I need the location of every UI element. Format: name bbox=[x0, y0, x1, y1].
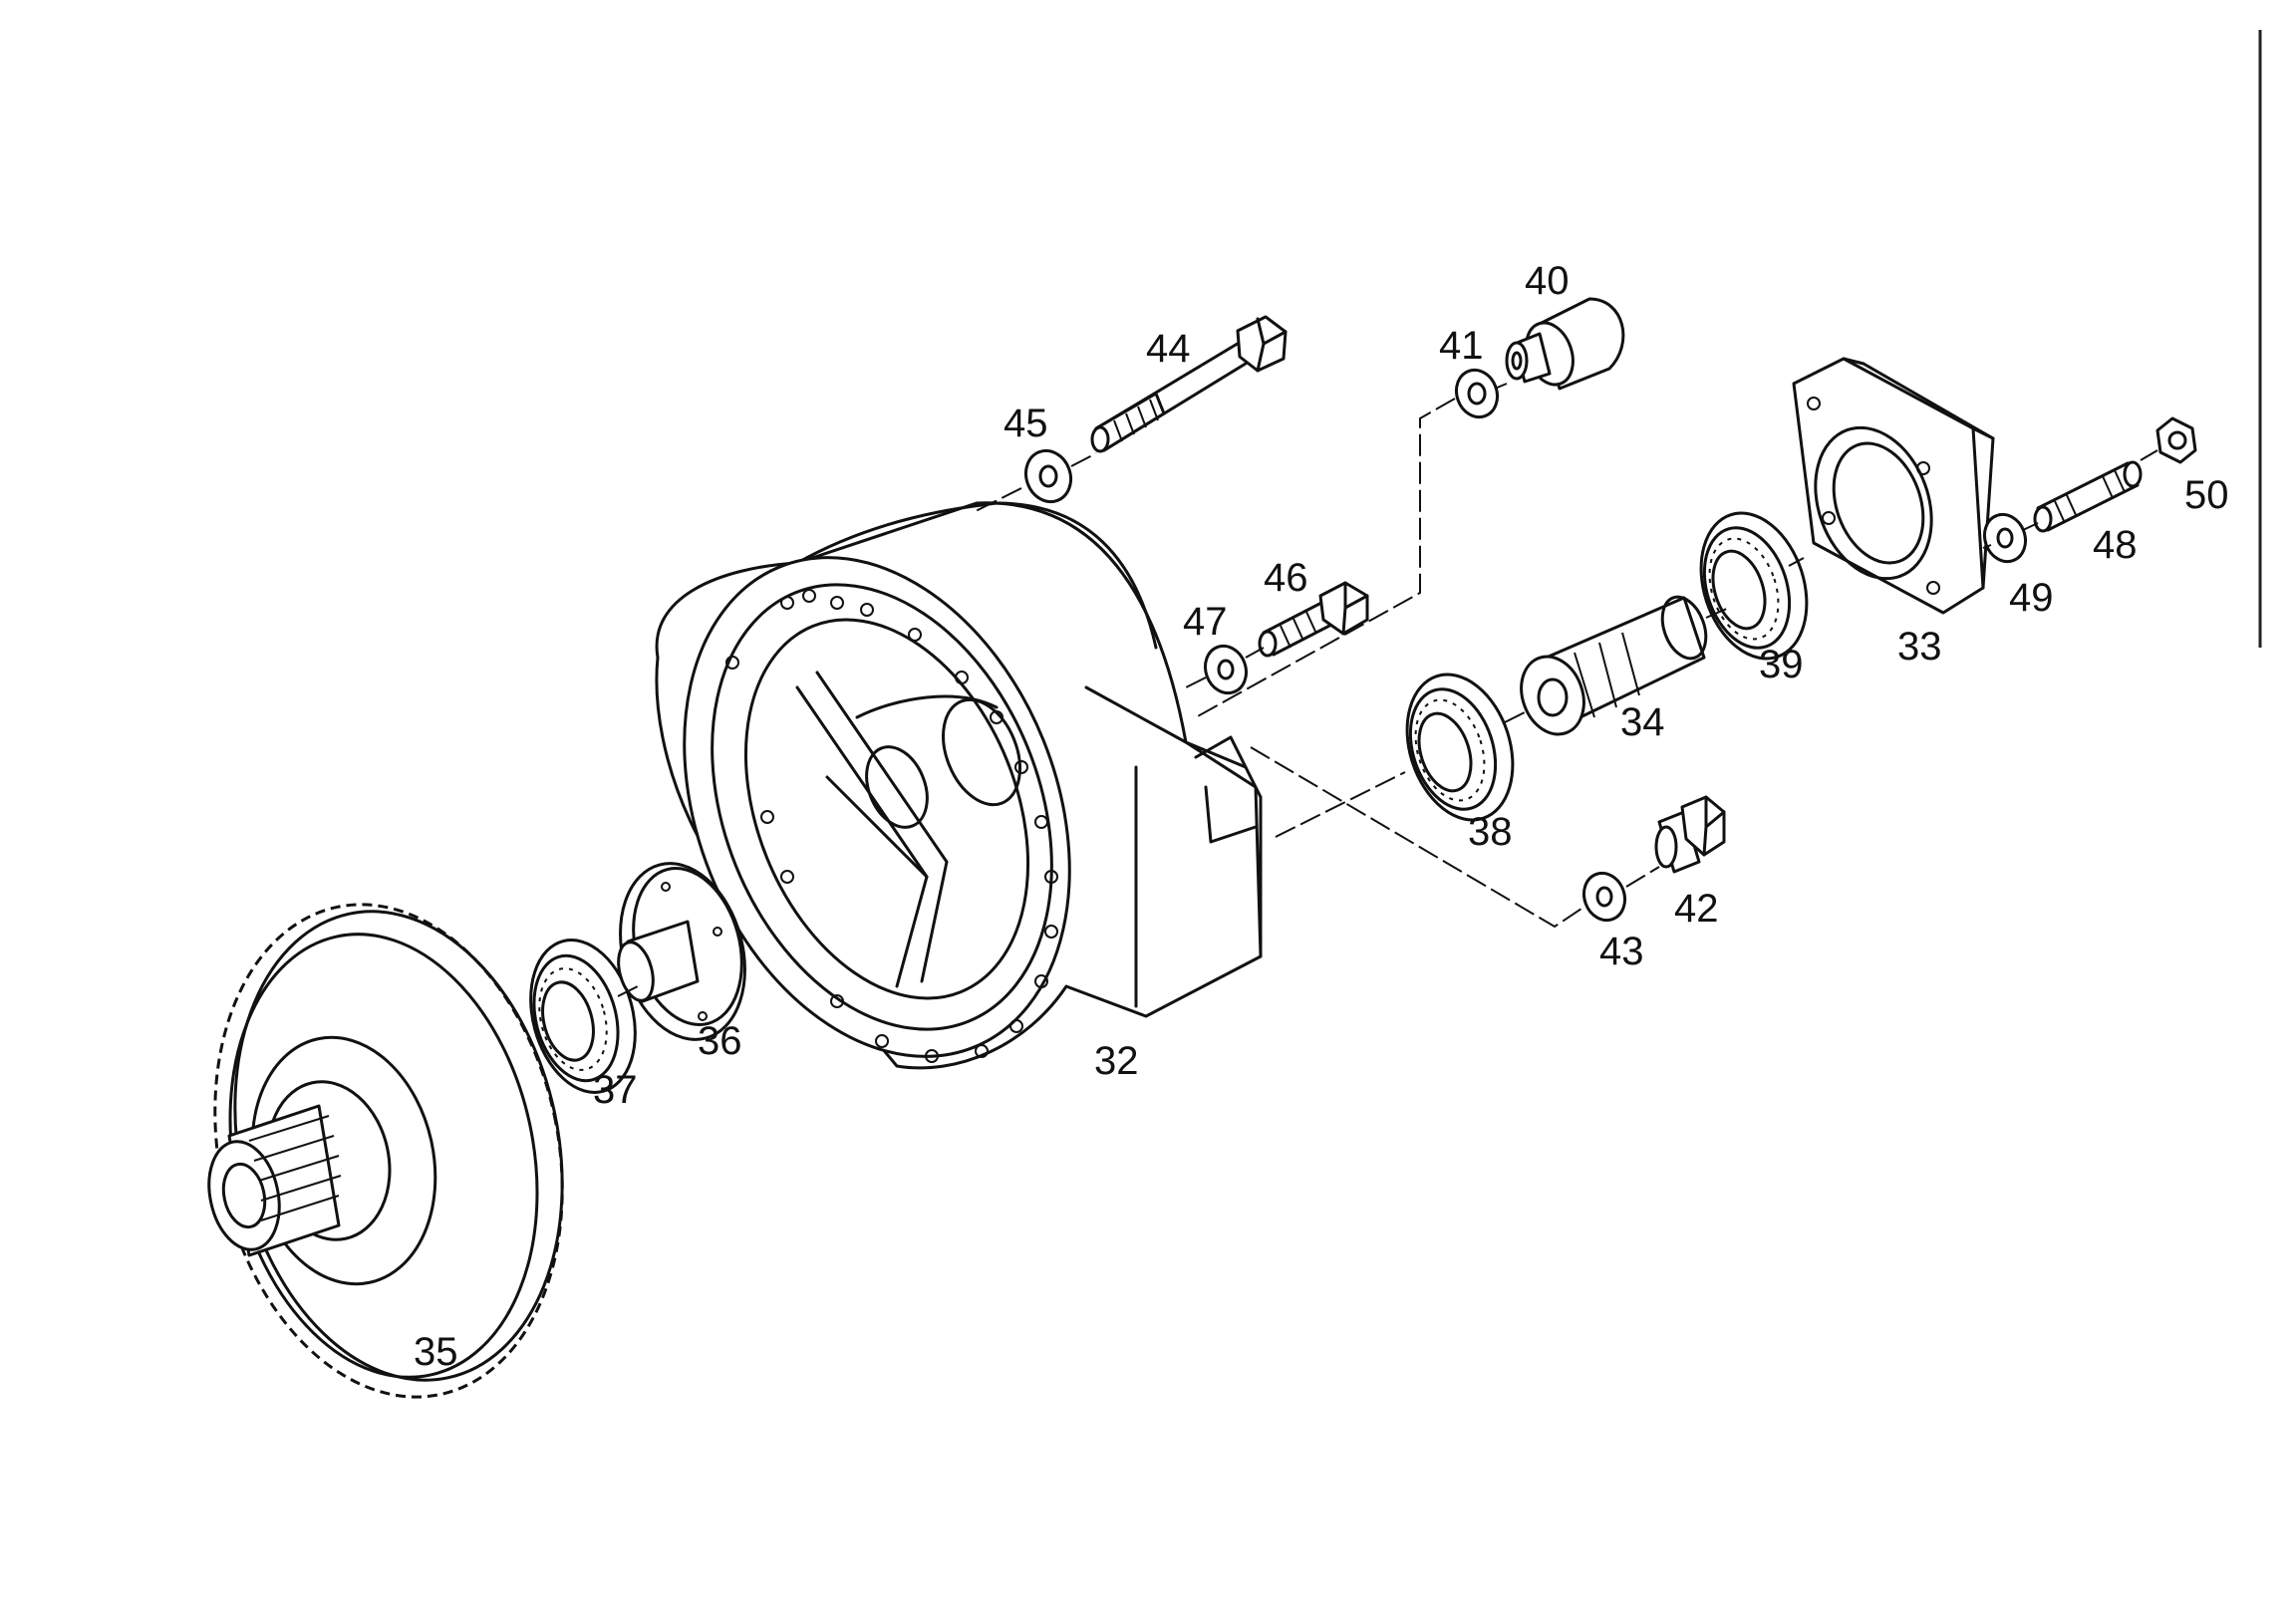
washer-part-41[interactable] bbox=[1450, 365, 1504, 423]
label-33: 33 bbox=[1897, 625, 1942, 669]
cover-part-33[interactable] bbox=[1792, 357, 1995, 615]
cover-part-36[interactable] bbox=[602, 850, 763, 1054]
part-labels: 32 33 34 35 36 37 38 39 40 41 42 43 44 4… bbox=[414, 259, 2229, 1374]
label-45: 45 bbox=[1004, 402, 1048, 445]
assembly-leader-lines bbox=[617, 383, 2158, 997]
gear-part-35[interactable] bbox=[171, 872, 607, 1430]
label-48: 48 bbox=[2093, 523, 2138, 567]
label-34: 34 bbox=[1620, 700, 1665, 744]
label-36: 36 bbox=[698, 1019, 742, 1063]
label-40: 40 bbox=[1525, 259, 1570, 303]
label-32: 32 bbox=[1094, 1039, 1139, 1083]
stud-part-48[interactable] bbox=[2033, 460, 2143, 533]
washer-part-49[interactable] bbox=[1978, 509, 2032, 568]
label-46: 46 bbox=[1264, 556, 1308, 600]
housing-part-32[interactable] bbox=[614, 500, 1263, 1115]
label-39: 39 bbox=[1759, 643, 1804, 686]
washer-part-43[interactable] bbox=[1578, 868, 1631, 927]
washer-part-45[interactable] bbox=[1018, 444, 1077, 508]
label-44: 44 bbox=[1146, 327, 1191, 371]
label-50: 50 bbox=[2184, 473, 2229, 517]
plug-part-40[interactable] bbox=[1505, 297, 1625, 392]
label-38: 38 bbox=[1468, 810, 1513, 854]
nut-part-50[interactable] bbox=[2155, 416, 2197, 464]
label-42: 42 bbox=[1674, 887, 1719, 931]
bearing-part-39[interactable] bbox=[1683, 499, 1824, 673]
label-35: 35 bbox=[414, 1330, 458, 1374]
bolt-part-44[interactable] bbox=[1090, 315, 1288, 453]
label-37: 37 bbox=[593, 1068, 638, 1112]
washer-part-47[interactable] bbox=[1199, 641, 1253, 699]
screw-part-46[interactable] bbox=[1258, 581, 1369, 658]
bearing-part-37[interactable] bbox=[515, 929, 652, 1105]
label-49: 49 bbox=[2009, 576, 2054, 620]
pinion-part-34[interactable] bbox=[1511, 591, 1714, 743]
plug-part-42[interactable] bbox=[1654, 795, 1726, 874]
label-43: 43 bbox=[1599, 930, 1644, 973]
flange-bolt-holes bbox=[725, 589, 1058, 1063]
label-47: 47 bbox=[1183, 600, 1228, 644]
bearing-part-38[interactable] bbox=[1389, 661, 1530, 834]
label-41: 41 bbox=[1439, 324, 1484, 368]
